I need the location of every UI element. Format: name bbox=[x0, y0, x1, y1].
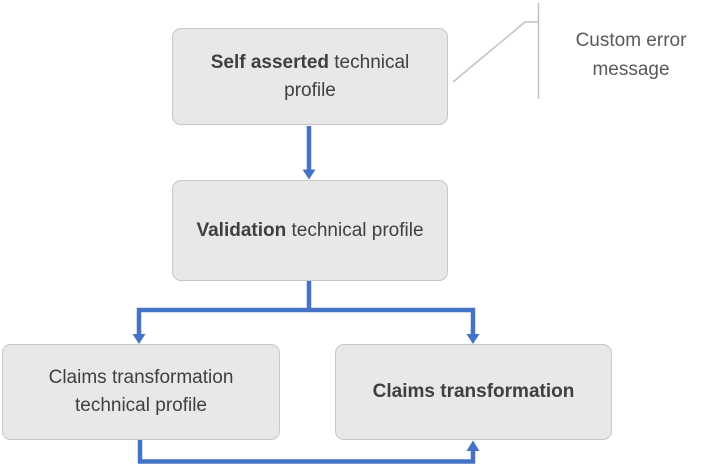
node-self-asserted-technical-profile: Self asserted technical profile bbox=[172, 28, 448, 125]
arrow-to-claims-tf-head bbox=[466, 334, 480, 344]
loop-elbow-line bbox=[137, 440, 476, 464]
node-label: Claims transformation technical profile bbox=[48, 367, 234, 416]
branch-elbow-line bbox=[136, 307, 476, 334]
node-label: Claims transformation bbox=[372, 381, 575, 402]
node-claims-transformation-technical-profile: Claims transformation technical profile bbox=[2, 344, 280, 440]
node-label-bold: Validation bbox=[196, 219, 287, 241]
node-label-bold: Self asserted bbox=[210, 51, 329, 73]
node-label: Self asserted technical profile bbox=[183, 49, 437, 105]
loop-arrow-up-head bbox=[466, 440, 480, 451]
node-claims-transformation: Claims transformation bbox=[335, 344, 612, 440]
node-label: Validation technical profile bbox=[196, 217, 423, 245]
custom-error-message-label: Custom error message bbox=[575, 30, 687, 80]
node-validation-technical-profile: Validation technical profile bbox=[172, 180, 448, 281]
arrow-self-to-validation-head bbox=[302, 169, 316, 180]
node-label-rest: technical profile bbox=[286, 219, 424, 241]
node-label-rest: technical profile bbox=[284, 51, 410, 101]
callout-leader-line bbox=[452, 21, 538, 83]
arrow-to-claims-tp-head bbox=[132, 334, 146, 344]
